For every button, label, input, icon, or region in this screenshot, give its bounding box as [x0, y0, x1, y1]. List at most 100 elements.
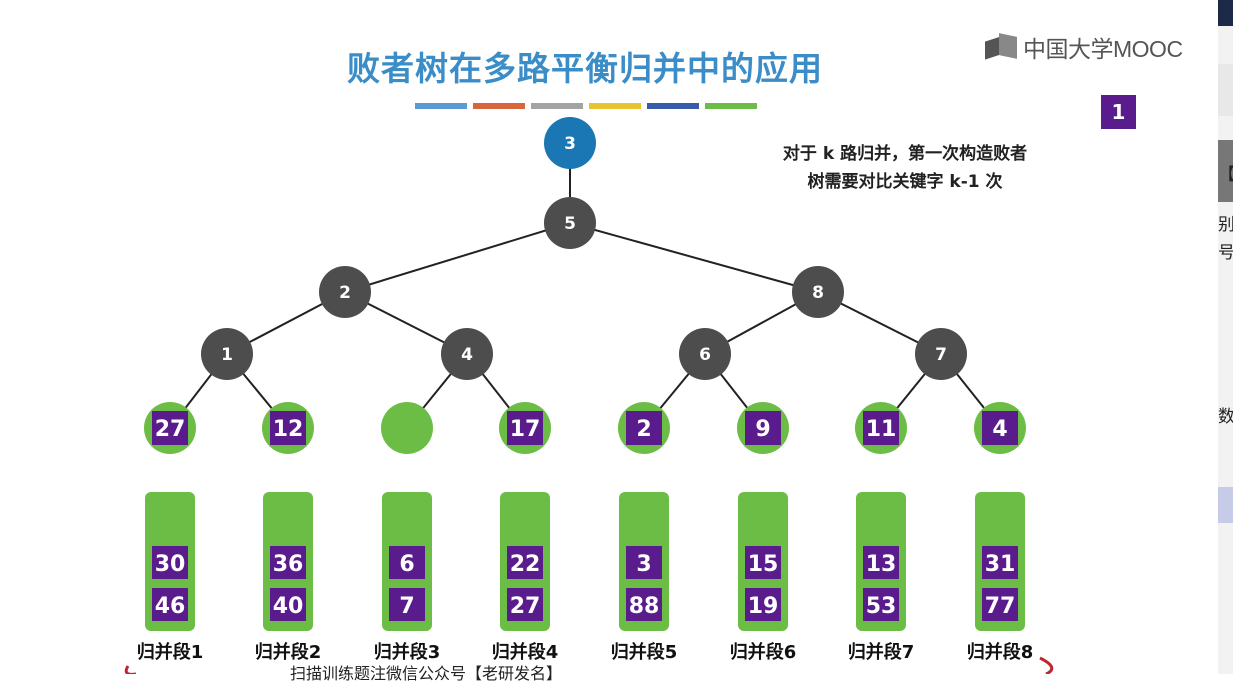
logo-text: 中国大学MOOC [1023, 36, 1183, 62]
segment-label: 归并段1 [137, 641, 204, 663]
tree-node-level2: 2 [319, 266, 371, 318]
segment-key-box [626, 546, 662, 579]
segment-key-box [745, 546, 781, 579]
tree-node-level1-circle [544, 197, 596, 249]
segment-key-box [982, 546, 1018, 579]
tree-node-level2-value: 8 [812, 283, 824, 303]
segment-label: 归并段5 [611, 641, 678, 663]
leaf-node: 27 [144, 402, 196, 454]
segment-label: 归并段7 [848, 641, 915, 663]
tree-node-level3: 1 [201, 328, 253, 380]
segment-key-value: 40 [273, 594, 304, 619]
segment-key-value: 46 [155, 594, 186, 619]
leaf-circle [381, 402, 433, 454]
segment-key-box [507, 546, 543, 579]
segment-label: 归并段6 [730, 641, 797, 663]
tree-node-level3: 6 [679, 328, 731, 380]
leaf-key-box [626, 411, 662, 445]
color-bar-1 [415, 103, 467, 109]
tree-node-level3-value: 1 [221, 345, 233, 365]
note-line-2: 树需要对比关键字 k-1 次 [807, 172, 1003, 192]
tree-node-level3-circle [915, 328, 967, 380]
segment-key-value: 27 [510, 594, 541, 619]
root-node: 3 [544, 117, 596, 169]
tree-node-level1-value: 5 [564, 214, 576, 234]
color-bar-3 [531, 103, 583, 109]
leaf-node: 2 [618, 402, 670, 454]
leaf-node [381, 402, 433, 454]
segment-key-value: 6 [399, 552, 414, 577]
leaf-key-value: 4 [992, 417, 1007, 442]
side-text-frag-1: 【 [1218, 160, 1233, 185]
segment-key-box [863, 588, 899, 621]
segment-key-box [863, 546, 899, 579]
leaf-node: 9 [737, 402, 789, 454]
segment-key-value: 53 [866, 594, 897, 619]
leaf-key-value: 12 [273, 417, 304, 442]
segment-key-value: 19 [748, 594, 779, 619]
tree-node-level3: 7 [915, 328, 967, 380]
segment-key-value: 13 [866, 552, 897, 577]
side-panel-block [1218, 64, 1233, 116]
segment-key-box [745, 588, 781, 621]
leaf-node: 12 [262, 402, 314, 454]
segment-key-value: 22 [510, 552, 541, 577]
segment-key-value: 30 [155, 552, 186, 577]
tree-node-level2: 8 [792, 266, 844, 318]
page-badge[interactable]: 1 [1101, 95, 1136, 129]
root-node-value: 3 [564, 134, 576, 154]
mooc-logo: 中国大学MOOC [985, 30, 1183, 64]
tree-node-level2-value: 2 [339, 283, 351, 303]
segment-key-value: 88 [629, 594, 660, 619]
leaf-key-box [982, 411, 1018, 445]
leaf-node: 11 [855, 402, 907, 454]
bottom-caption: 扫描训练题注微信公众号【老研发名】 [290, 664, 563, 683]
color-bar-6 [705, 103, 757, 109]
side-panel-header [1218, 0, 1233, 26]
side-text-frag-2: 别 [1218, 215, 1233, 235]
tree-node-level3-circle [679, 328, 731, 380]
leaf-key-value: 11 [866, 417, 897, 442]
segment-key-box [152, 546, 188, 579]
leaf-key-box [152, 411, 188, 445]
segment-key-value: 36 [273, 552, 304, 577]
note-line-1: 对于 k 路归并，第一次构造败者 [782, 144, 1028, 164]
leaf-key-box [745, 411, 781, 445]
red-annotation-mark [124, 656, 1054, 674]
tree-node-level1: 5 [544, 197, 596, 249]
segment-key-box [982, 588, 1018, 621]
segment-key-box [270, 546, 306, 579]
segment-label: 归并段8 [967, 641, 1034, 663]
right-side-panel: 【 别 号) 数 [1218, 0, 1233, 674]
side-panel-thumbnail[interactable] [1218, 140, 1233, 202]
segment-key-box [507, 588, 543, 621]
color-bar-5 [647, 103, 699, 109]
tree-node-level3-circle [441, 328, 493, 380]
segment-key-value: 3 [636, 552, 651, 577]
segment-key-value: 7 [399, 594, 414, 619]
merge-segment: 13 53 归并段7 [848, 492, 915, 663]
leaf-node: 17 [499, 402, 551, 454]
segment-key-box [270, 588, 306, 621]
tree-node-level3-value: 6 [699, 345, 711, 365]
leaf-key-box [507, 411, 543, 445]
tree-node-level3-value: 7 [935, 345, 947, 365]
segment-key-value: 31 [985, 552, 1016, 577]
tree-node-level3-value: 4 [461, 345, 473, 365]
slide: 败者树在多路平衡归并中的应用 中国大学MOOC 对于 k 路归并，第一次构造败者… [0, 0, 1200, 674]
color-bar-4 [589, 103, 641, 109]
segment-key-box [389, 588, 425, 621]
slide-title: 败者树在多路平衡归并中的应用 [347, 49, 823, 88]
root-node-circle [544, 117, 596, 169]
color-bar-2 [473, 103, 525, 109]
segment-key-value: 77 [985, 594, 1016, 619]
leaf-key-value: 27 [155, 417, 186, 442]
tree-edge [569, 222, 819, 293]
tree-node-level3: 4 [441, 328, 493, 380]
side-panel-highlight [1218, 487, 1233, 523]
